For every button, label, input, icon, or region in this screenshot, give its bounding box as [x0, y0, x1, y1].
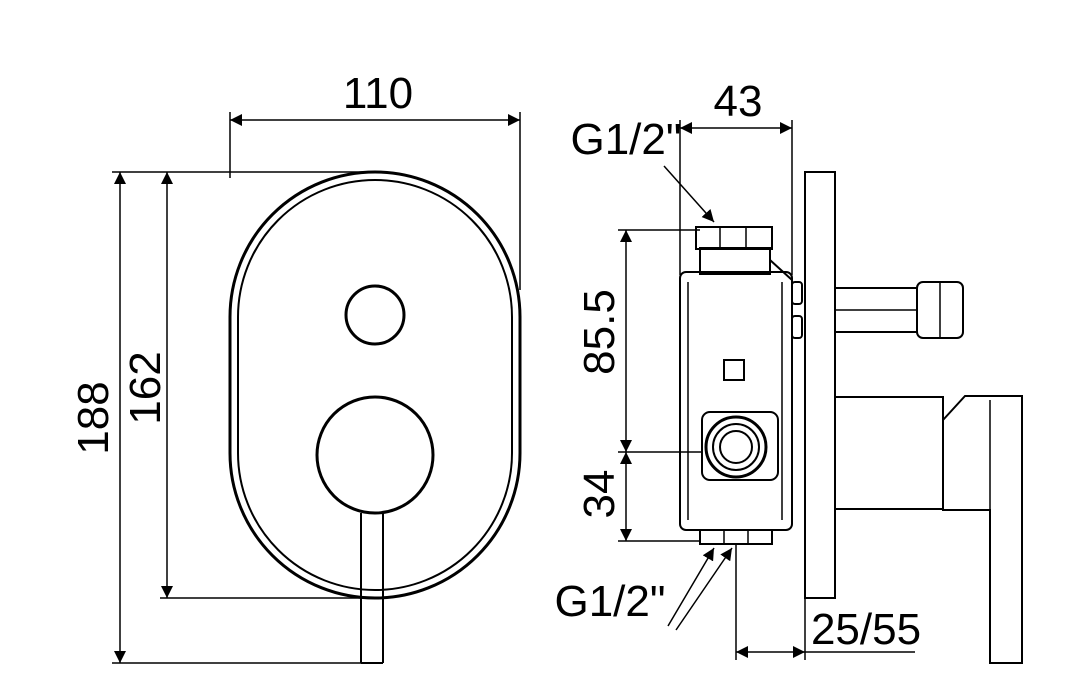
diverter-knob [344, 284, 406, 346]
outlet-port-outer [704, 415, 768, 479]
lever-side [942, 395, 1023, 664]
inner-height-label: 162 [121, 351, 170, 424]
back-fitting-upper [791, 281, 803, 305]
lever-hub [315, 395, 435, 515]
body-square [723, 359, 745, 381]
thread-bottom-leader-1 [667, 547, 715, 627]
outer-height-label: 188 [69, 381, 118, 454]
outlet-port-mid [712, 423, 760, 471]
top-neck [699, 247, 771, 275]
side-view: 43 G1/2" 85.5 34 G1/2" 25/55 [554, 77, 1023, 664]
depth-label: 43 [714, 77, 763, 126]
top-shoulder [769, 259, 793, 281]
outlet-port-inner [719, 430, 753, 464]
thread-bottom-label: G1/2" [554, 577, 665, 626]
width-label: 110 [343, 69, 413, 118]
front-view: 110 188 162 [69, 69, 522, 664]
thread-bottom-leader-2 [675, 547, 733, 631]
lever-hub-side [834, 396, 944, 510]
cover-plate-inner [237, 179, 513, 591]
wall-plate [804, 171, 836, 599]
top-nut [695, 226, 773, 250]
thread-top-leader [663, 165, 715, 223]
valve-body [679, 271, 793, 531]
bottom-nut [699, 529, 773, 545]
cover-plate-outer [228, 170, 522, 600]
lower-height-label: 34 [575, 470, 624, 519]
outlet-port-frame [701, 411, 779, 481]
adjust-label: 25/55 [811, 605, 921, 654]
back-fitting-lower [791, 315, 803, 339]
upper-height-label: 85.5 [575, 289, 624, 375]
thread-top-label: G1/2" [570, 115, 681, 164]
